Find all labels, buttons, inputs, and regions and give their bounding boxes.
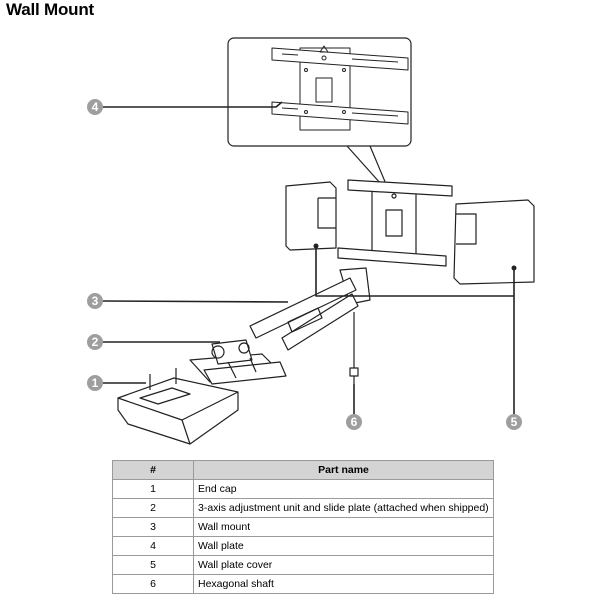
callout-4: 4 — [87, 99, 103, 115]
parts-diagram: 4 3 2 1 6 5 — [87, 37, 535, 445]
table-row: 4 Wall plate — [112, 536, 494, 556]
part-name: 3-axis adjustment unit and slide plate (… — [193, 498, 494, 518]
wall-plate-main — [337, 179, 453, 267]
page-title: Wall Mount — [6, 0, 95, 19]
part-number: 3 — [112, 517, 194, 537]
part-number: 6 — [112, 574, 194, 594]
leader-5 — [315, 246, 515, 414]
table-row: 6 Hexagonal shaft — [112, 574, 494, 594]
callout-5: 5 — [506, 414, 522, 430]
table-header-row: # Part name — [112, 460, 494, 480]
parts-table: # Part name 1 End cap 2 3-axis adjustmen… — [112, 460, 494, 594]
table-row: 5 Wall plate cover — [112, 555, 494, 575]
part-number: 1 — [112, 479, 194, 499]
table-row: 2 3-axis adjustment unit and slide plate… — [112, 498, 494, 518]
callout-1: 1 — [87, 375, 103, 391]
part-number: 5 — [112, 555, 194, 575]
column-header-number: # — [112, 460, 194, 480]
column-header-part-name: Part name — [193, 460, 494, 480]
part-name: End cap — [193, 479, 494, 499]
part-number: 2 — [112, 498, 194, 518]
callout-6: 6 — [346, 414, 362, 430]
wall-plate-detail-inset — [227, 37, 412, 185]
table-row: 1 End cap — [112, 479, 494, 499]
svg-text:3: 3 — [92, 294, 99, 308]
svg-text:2: 2 — [92, 335, 99, 349]
part-name: Hexagonal shaft — [193, 574, 494, 594]
callout-3: 3 — [87, 293, 103, 309]
wall-plate-cover-right — [453, 199, 535, 285]
svg-text:4: 4 — [92, 100, 99, 114]
svg-text:6: 6 — [351, 415, 358, 429]
hexagonal-shaft — [349, 312, 359, 384]
wall-mount-arm — [249, 267, 371, 351]
leader-3 — [102, 300, 289, 303]
part-name: Wall plate cover — [193, 555, 494, 575]
table-row: 3 Wall mount — [112, 517, 494, 537]
svg-text:5: 5 — [511, 415, 518, 429]
end-cap — [117, 368, 239, 445]
callout-2: 2 — [87, 334, 103, 350]
wall-plate-cover-left — [285, 181, 337, 251]
part-number: 4 — [112, 536, 194, 556]
adjustment-unit — [189, 339, 287, 385]
part-name: Wall plate — [193, 536, 494, 556]
svg-text:1: 1 — [92, 376, 99, 390]
leader-4 — [103, 101, 283, 108]
part-name: Wall mount — [193, 517, 494, 537]
